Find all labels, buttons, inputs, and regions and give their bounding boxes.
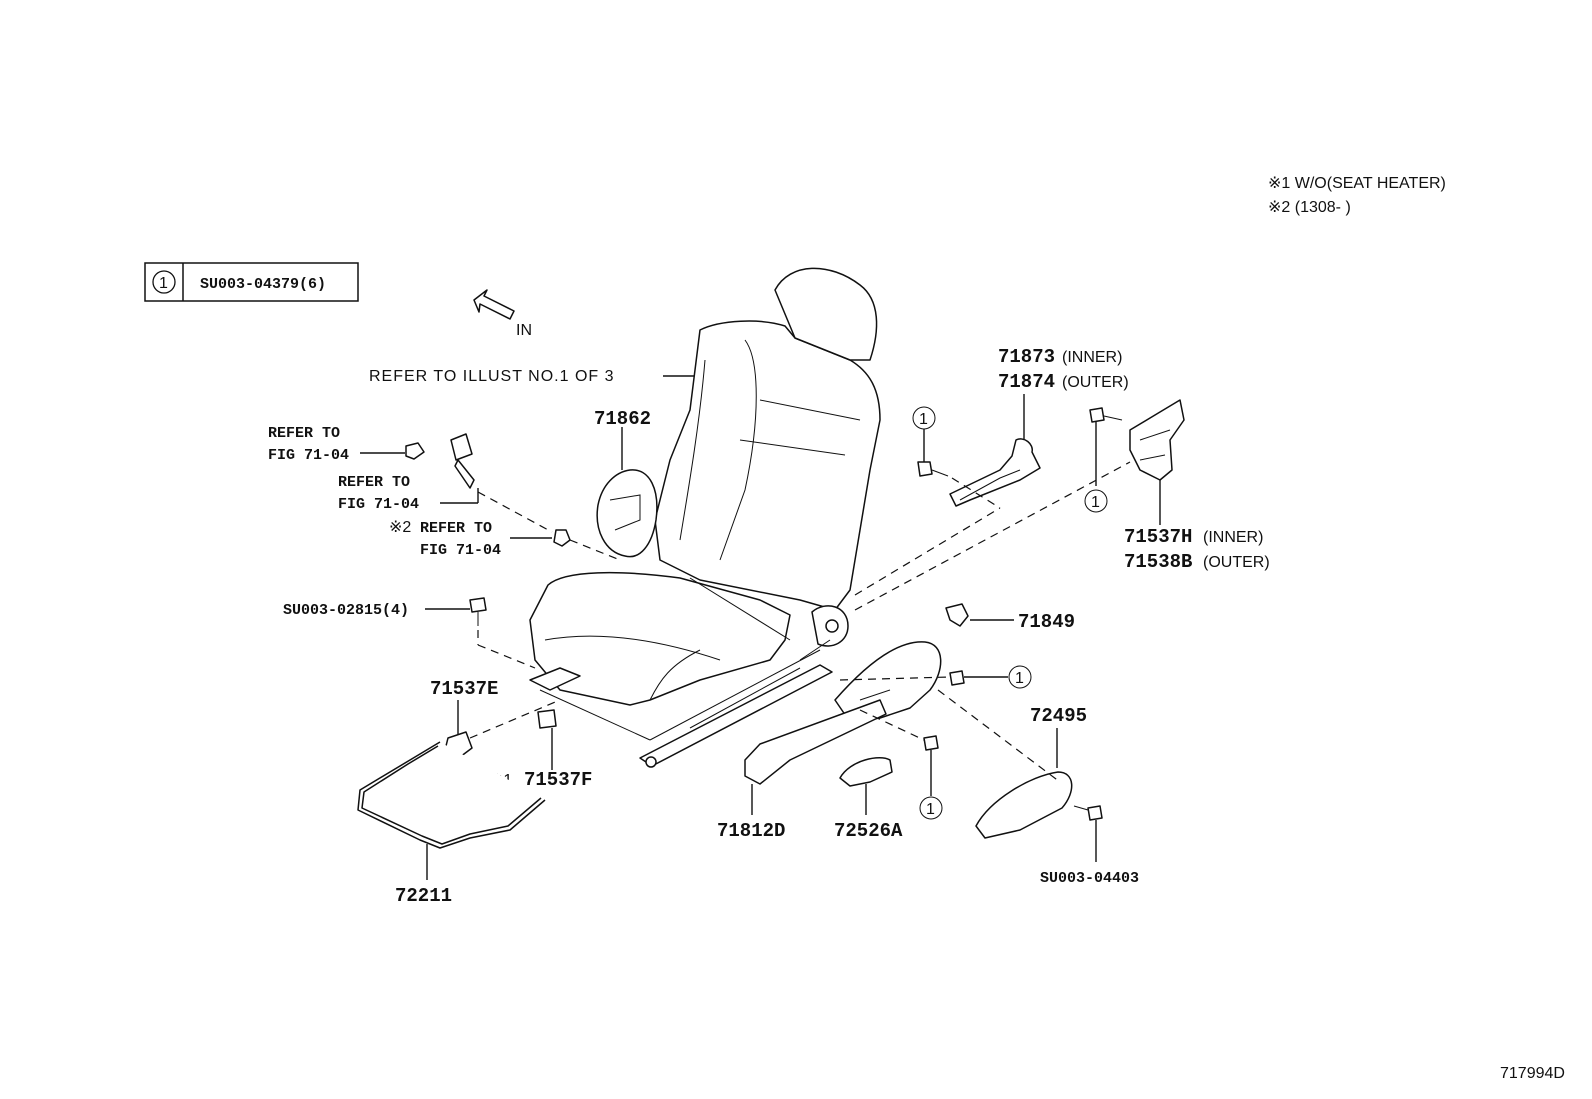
- part-71537h-note: (INNER): [1203, 529, 1263, 546]
- part-72526a-drawing: [839, 757, 893, 787]
- seat-cushion-drawing: [529, 571, 791, 706]
- screw-icon: [1089, 407, 1123, 423]
- refer-fig-2-line2: FIG 71-04: [338, 496, 419, 513]
- refer-fig-3-line2: FIG 71-04: [420, 542, 501, 559]
- part-71812d-label: 71812D: [717, 820, 785, 842]
- direction-label: IN: [516, 322, 532, 339]
- part-71874-note: (OUTER): [1062, 374, 1129, 391]
- part-72211-drawing: [357, 741, 546, 849]
- side-shield-drawing: [834, 641, 942, 723]
- part-71537e-label: 71537E: [430, 678, 498, 700]
- legend-part-number: SU003-04379(6): [200, 276, 326, 293]
- screw-icon: [923, 735, 939, 751]
- legend-circle-number: 1: [159, 275, 168, 292]
- refer-fig-3-mark: ※2: [389, 519, 411, 536]
- bolt-icon: [469, 597, 487, 626]
- legend-box: 1 SU003-04379(6): [144, 262, 359, 302]
- part-71873-drawing: [949, 438, 1041, 507]
- refer-fig-1-line1: REFER TO: [268, 425, 340, 442]
- direction-arrow-icon: IN: [473, 289, 532, 339]
- part-72495-drawing: [975, 771, 1073, 839]
- nut-icon: [553, 529, 571, 547]
- part-71537h-label: 71537H: [1124, 526, 1192, 548]
- note-seat-heater: ※1 W/O(SEAT HEATER): [1268, 175, 1446, 192]
- circle-callout: 1: [1015, 670, 1024, 687]
- part-71538b-label: 71538B: [1124, 551, 1192, 573]
- part-71538b-note: (OUTER): [1203, 554, 1270, 571]
- circle-callout: 1: [919, 411, 928, 428]
- part-71537f-label: 71537F: [524, 769, 592, 791]
- nut-icon: [405, 442, 425, 460]
- refer-illust-label: REFER TO ILLUST NO.1 OF 3: [369, 368, 615, 385]
- part-71874-label: 71874: [998, 371, 1055, 393]
- part-su003-02815-label: SU003-02815(4): [283, 602, 409, 619]
- refer-fig-1-line2: FIG 71-04: [268, 447, 349, 464]
- part-su003-04403-label: SU003-04403: [1040, 870, 1139, 887]
- part-71849-label: 71849: [1018, 611, 1075, 633]
- screw-icon: [917, 461, 949, 477]
- refer-fig-2-line1: REFER TO: [338, 474, 410, 491]
- note-date-range: ※2 (1308- ): [1268, 199, 1351, 216]
- part-71862-label: 71862: [594, 408, 651, 430]
- seat-back-drawing: [654, 267, 881, 611]
- part-72211-label: 72211: [395, 885, 452, 907]
- part-71537h-drawing: [1129, 399, 1185, 481]
- part-71537f-drawing: [537, 709, 557, 729]
- part-72495-label: 72495: [1030, 705, 1087, 727]
- circle-callout: 1: [1091, 494, 1100, 511]
- seat-belt-buckle-drawing: [450, 433, 475, 489]
- part-71862-drawing: [596, 469, 658, 558]
- screw-icon: [1073, 805, 1103, 821]
- figure-id: 717994D: [1500, 1065, 1565, 1082]
- part-71873-note: (INNER): [1062, 349, 1122, 366]
- seat-rail-drawing: [529, 605, 849, 768]
- part-72526a-label: 72526A: [834, 820, 903, 842]
- refer-fig-3-line1: REFER TO: [420, 520, 492, 537]
- part-71873-label: 71873: [998, 346, 1055, 368]
- screw-icon: [949, 670, 965, 686]
- circle-callout: 1: [926, 801, 935, 818]
- part-71849-drawing: [945, 603, 969, 627]
- part-71812d-drawing: [744, 699, 887, 785]
